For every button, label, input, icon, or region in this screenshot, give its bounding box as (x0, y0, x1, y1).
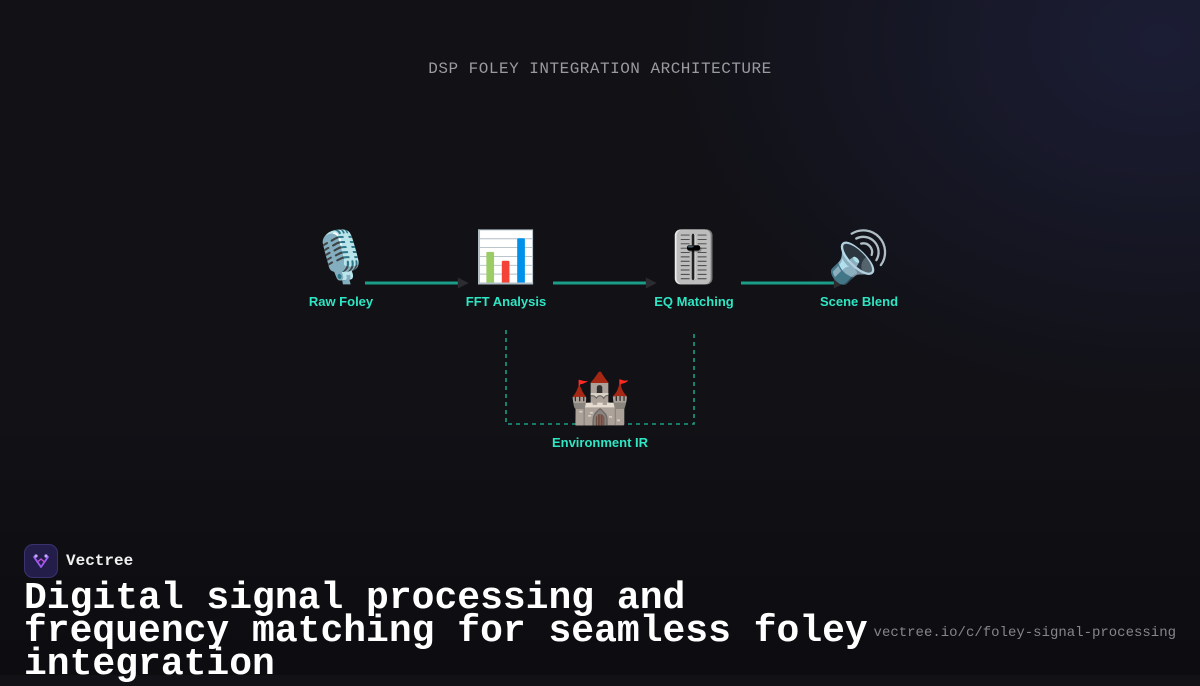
node-eq-matching: 🎚️ EQ Matching (614, 228, 774, 309)
level-slider-icon: 🎚️ (662, 229, 726, 285)
node-label: Environment IR (551, 435, 649, 450)
node-label: Raw Foley (308, 294, 374, 309)
microphone-icon: 🎙️ (309, 229, 373, 285)
node-fft-analysis: 📊 FFT Analysis (426, 228, 586, 309)
diagram-title: DSP FOLEY INTEGRATION ARCHITECTURE (428, 60, 772, 78)
node-label: EQ Matching (654, 294, 734, 309)
bar-chart-icon: 📊 (474, 229, 538, 285)
edge-environment-ir-loop (505, 330, 695, 425)
page-url[interactable]: vectree.io/c/foley-signal-processing (873, 625, 1176, 641)
node-raw-foley: 🎙️ Raw Foley (261, 228, 421, 309)
castle-icon: 🏰 (568, 370, 632, 426)
vectree-logo-icon (24, 544, 58, 578)
brand-name: Vectree (66, 552, 134, 570)
headline: Digital signal processing and frequency … (24, 577, 868, 686)
brand: Vectree (24, 544, 133, 578)
node-environment-ir: 🏰 Environment IR (520, 369, 680, 450)
node-label: FFT Analysis (465, 294, 547, 309)
node-label: Scene Blend (819, 294, 899, 309)
node-scene-blend: 🔊 Scene Blend (779, 228, 939, 309)
speaker-icon: 🔊 (827, 229, 891, 285)
